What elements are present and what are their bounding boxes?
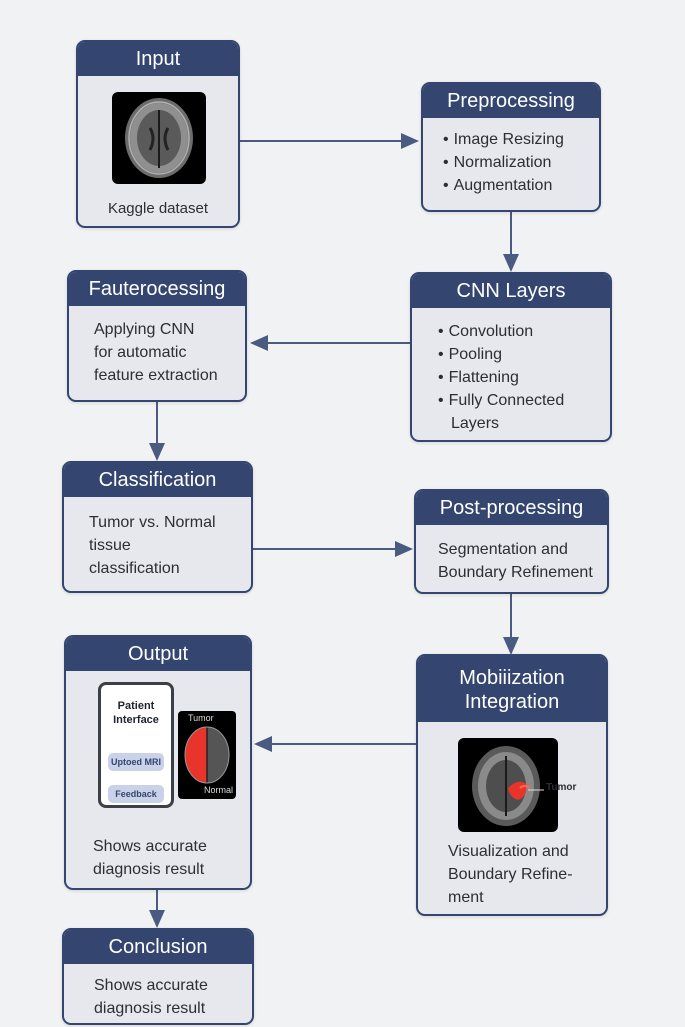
conclusion-line: Shows accurate — [94, 977, 208, 994]
postprocessing-node: Post-processing Segmentation and Boundar… — [414, 489, 609, 594]
feature-extraction-node: Fauterocessing Applying CNN for automati… — [67, 270, 247, 402]
mobilization-text: Visualization and Boundary Refine- ment — [448, 840, 573, 909]
phone-title-line: Interface — [113, 714, 159, 726]
cnn-item: Convolution — [438, 320, 610, 343]
classification-line: Tumor vs. Normal — [89, 514, 216, 531]
cnn-title: CNN Layers — [412, 274, 610, 308]
postprocessing-line: Boundary Refinement — [438, 564, 593, 581]
tumor-tag: Tumor — [188, 713, 214, 723]
cnn-item: Flattening — [438, 366, 610, 389]
input-caption: Kaggle dataset — [107, 200, 209, 217]
input-title: Input — [78, 42, 238, 76]
input-node: Input Kaggle dataset — [76, 40, 240, 228]
tumor-label: Tumor — [546, 782, 577, 793]
preprocessing-node: Preprocessing Image Resizing Normalizati… — [421, 82, 601, 212]
mobilization-node: Mobiiization Integration Tumor Visualiza… — [416, 654, 608, 916]
output-title: Output — [66, 637, 250, 671]
conclusion-text: Shows accurate diagnosis result — [64, 964, 252, 1020]
feature-line: Applying CNN — [94, 321, 195, 338]
mobilization-title-line: Mobiiization — [459, 667, 565, 689]
output-line: Shows accurate — [93, 838, 207, 855]
conclusion-node: Conclusion Shows accurate diagnosis resu… — [62, 928, 254, 1025]
feature-title: Fauterocessing — [69, 272, 245, 306]
feature-line: feature extraction — [94, 367, 218, 384]
feature-line: for automatic — [94, 344, 187, 361]
postprocessing-line: Segmentation and — [438, 541, 568, 558]
conclusion-line: diagnosis result — [94, 1000, 206, 1017]
diagnosis-mri-image — [178, 711, 236, 799]
output-node: Output Patient Interface Uptoed MRI Feed… — [64, 635, 252, 890]
cnn-list: Convolution Pooling Flattening Fully Con… — [412, 308, 610, 412]
classification-line: tissue — [89, 537, 131, 554]
patient-interface-mockup: Patient Interface Uptoed MRI Feedback — [98, 682, 174, 808]
classification-title: Classification — [64, 463, 251, 497]
conclusion-title: Conclusion — [64, 930, 252, 964]
feature-text: Applying CNN for automatic feature extra… — [69, 306, 245, 387]
segmented-mri-image — [458, 738, 558, 832]
cnn-item: Pooling — [438, 343, 610, 366]
cnn-item-continued: Layers — [451, 415, 500, 432]
postprocessing-title: Post-processing — [416, 491, 607, 525]
phone-title: Patient Interface — [101, 685, 171, 727]
preprocessing-list: Image Resizing Normalization Augmentatio… — [423, 118, 599, 197]
mobilization-line: Boundary Refine- — [448, 866, 573, 883]
preprocessing-item: Normalization — [443, 151, 599, 174]
preprocessing-title: Preprocessing — [423, 84, 599, 118]
cnn-item: Fully Connected — [438, 389, 610, 412]
mobilization-line: Visualization and — [448, 843, 569, 860]
classification-node: Classification Tumor vs. Normal tissue c… — [62, 461, 253, 593]
phone-title-line: Patient — [117, 700, 155, 712]
feedback-button[interactable]: Feedback — [108, 785, 164, 803]
mobilization-title-line: Integration — [464, 691, 560, 713]
preprocessing-item: Image Resizing — [443, 128, 599, 151]
postprocessing-text: Segmentation and Boundary Refinement — [416, 525, 607, 584]
output-text: Shows accurate diagnosis result — [93, 835, 207, 881]
classification-line: classification — [89, 560, 180, 577]
mri-scan-image — [112, 92, 206, 184]
mobilization-line: ment — [448, 889, 484, 906]
classification-text: Tumor vs. Normal tissue classification — [64, 497, 251, 580]
upload-mri-button[interactable]: Uptoed MRI — [108, 753, 164, 771]
output-line: diagnosis result — [93, 861, 205, 878]
preprocessing-item: Augmentation — [443, 174, 599, 197]
normal-tag: Normal — [204, 785, 234, 795]
cnn-layers-node: CNN Layers Convolution Pooling Flattenin… — [410, 272, 612, 442]
mobilization-title: Mobiiization Integration — [418, 656, 606, 722]
